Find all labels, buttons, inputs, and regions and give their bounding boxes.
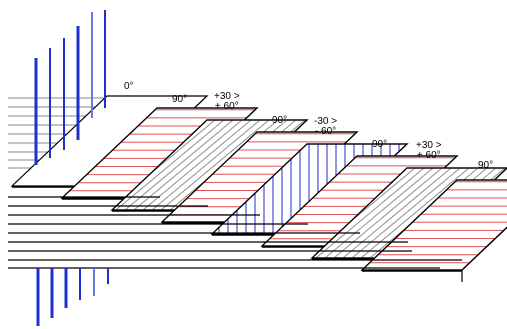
ply-label-3: 90° [272, 116, 287, 126]
ply-label-4: -30 > - 60° [314, 117, 337, 137]
ply-label-1: 90° [172, 95, 187, 105]
ply-label-7: 90° [478, 161, 493, 171]
ply-label-0: 0° [124, 82, 134, 92]
ply-label-5: 90° [372, 140, 387, 150]
ply-label-2: +30 > + 60° [214, 92, 240, 112]
ply-label-6: +30 > + 60° [416, 141, 442, 161]
